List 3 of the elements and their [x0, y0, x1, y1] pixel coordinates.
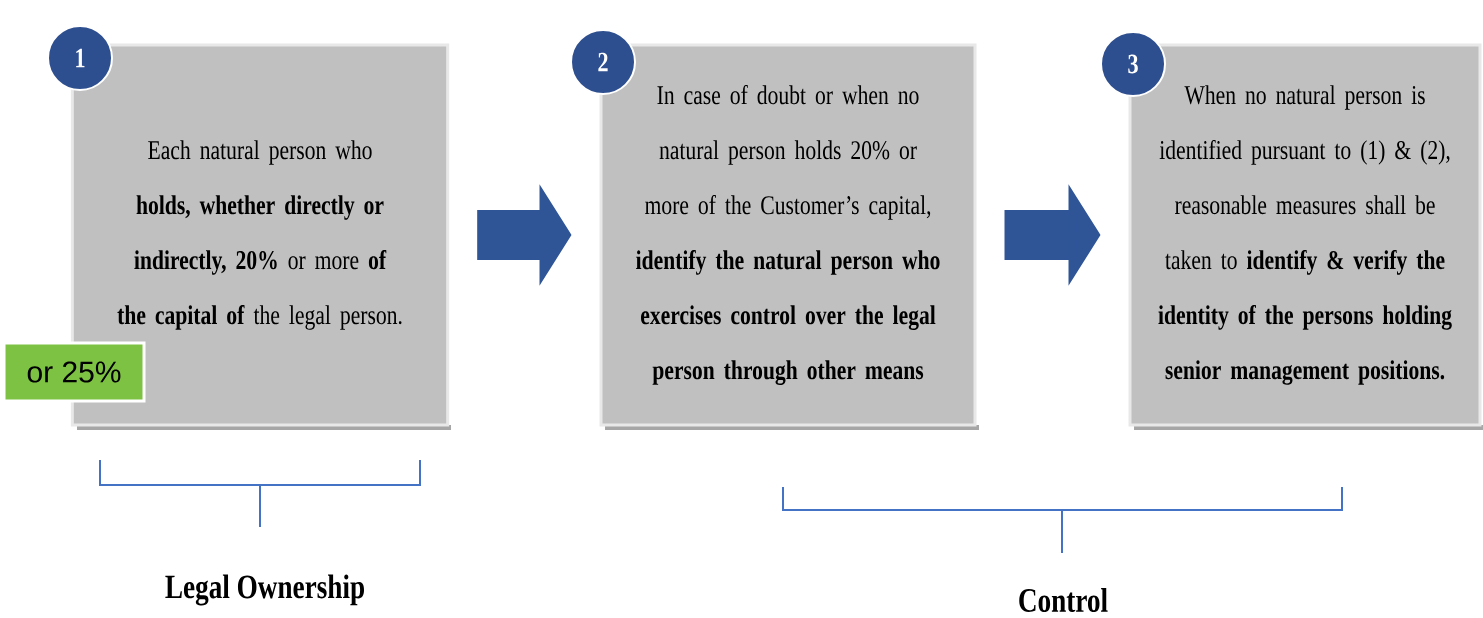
section-label: Control: [1019, 588, 1108, 612]
section-label: Legal Ownership: [165, 574, 364, 606]
tag-box: or 25%: [2, 341, 146, 403]
